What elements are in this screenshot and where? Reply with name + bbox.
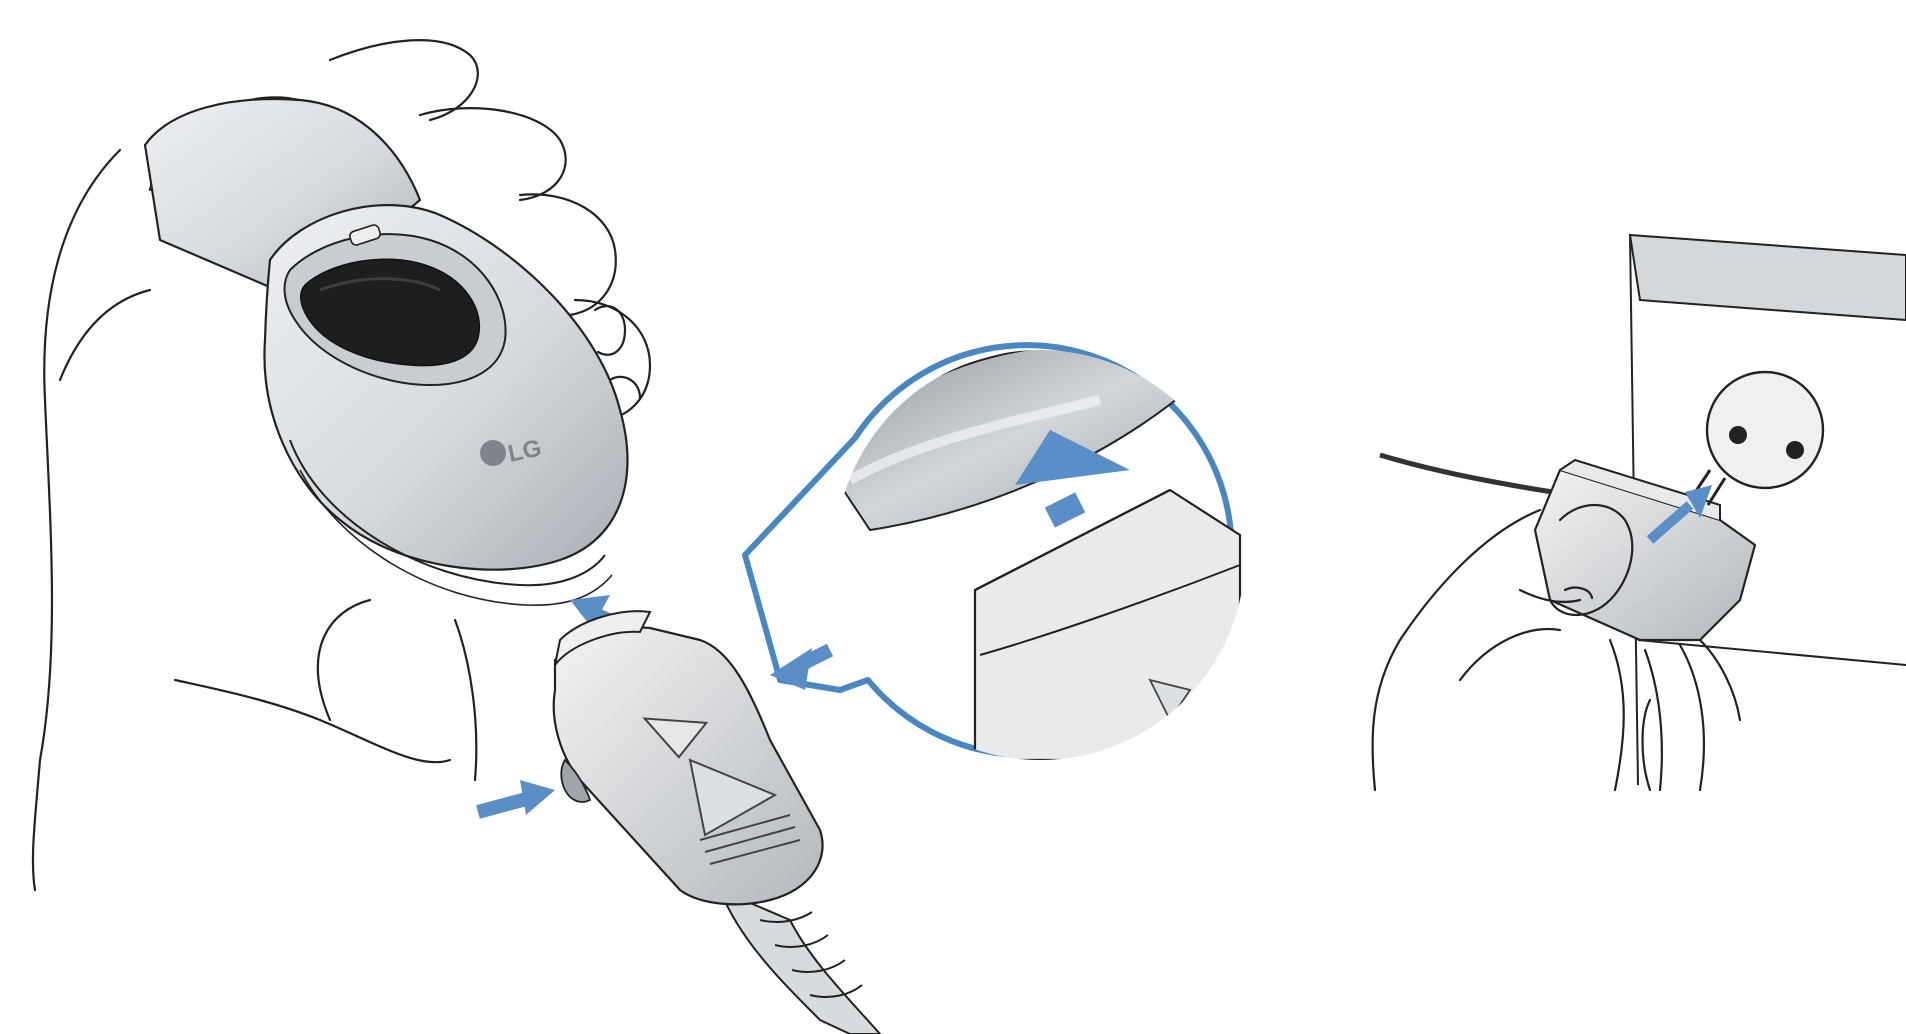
press-side-arrow (476, 780, 555, 819)
flip-phone: LG (143, 97, 629, 606)
lg-logo-icon (480, 440, 506, 466)
hand-holding-plug (1371, 503, 1742, 792)
zoom-callout (742, 342, 1242, 760)
zoom-push-arrow (1015, 430, 1130, 528)
insert-plug-arrow (1646, 485, 1712, 544)
wall-socket-scene (1371, 233, 1906, 792)
power-plug-icon (1533, 458, 1757, 642)
charger-connector (552, 610, 882, 1034)
wall-socket-icon (1705, 370, 1825, 490)
release-latch-arrow (770, 643, 834, 690)
